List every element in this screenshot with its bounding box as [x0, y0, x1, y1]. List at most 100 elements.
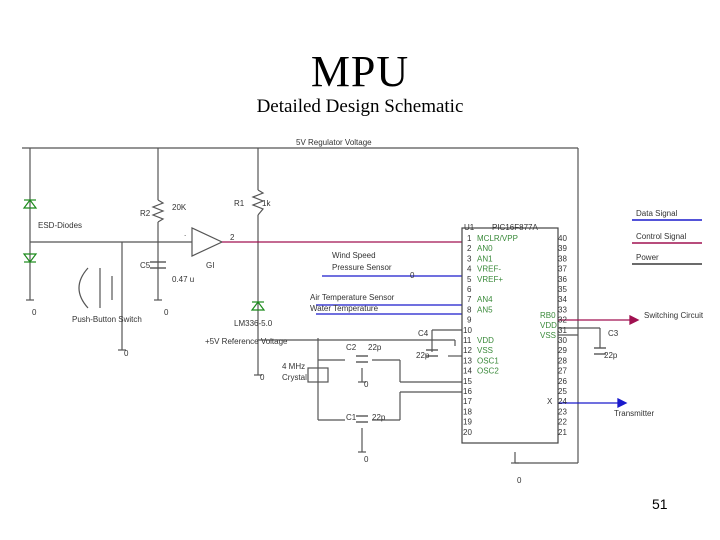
esd-diodes: [22, 199, 266, 311]
r2-value: 20K: [172, 203, 187, 212]
pin-number-left: 17: [463, 397, 472, 406]
water-label: Water Temperature: [310, 304, 379, 313]
pin-number-left: 9: [467, 316, 472, 325]
crystal-label-1: 4 MHz: [282, 362, 305, 371]
switch-label: Push-Button Switch: [72, 315, 142, 324]
pin-number-right: 34: [558, 295, 567, 304]
c2-label: C2: [346, 343, 357, 352]
gnd-switch: 0: [124, 349, 129, 358]
c3-label: C3: [608, 329, 619, 338]
pin-number-right: 30: [558, 336, 567, 345]
gnd-c2: 0: [364, 380, 369, 389]
pin-number-right: 29: [558, 346, 567, 355]
r1-label: R1: [234, 199, 245, 208]
ref-label: +5V Reference Voltage: [205, 337, 288, 346]
gnd-esd: 0: [32, 308, 37, 317]
pin-name: AN0: [477, 244, 493, 253]
sensor-signals: [316, 275, 462, 315]
push-button-switch: [78, 267, 113, 309]
crystal: [307, 367, 329, 383]
gnd-vss: 0: [517, 476, 522, 485]
pin-number-right: 25: [558, 387, 567, 396]
pin-number-right: 33: [558, 305, 567, 314]
pin-number-left: 5: [467, 275, 472, 284]
c1-label: C1: [346, 413, 357, 422]
pin-number-right: 36: [558, 275, 567, 284]
ground-symbols: [26, 299, 519, 464]
pin-name: AN1: [477, 254, 493, 263]
c5-value: 0.47 u: [172, 275, 194, 284]
gi-label: GI: [206, 261, 214, 270]
pin-number-left: 11: [463, 336, 472, 345]
pin-number-left: 13: [463, 356, 472, 365]
pin-number-left: 18: [463, 407, 472, 416]
pin-number-right: 31: [558, 326, 567, 335]
gnd-input: 0: [410, 271, 415, 280]
schematic-labels: 5V Regulator Voltage ESD-Diodes R2 20K R…: [32, 138, 704, 485]
pin-name: MCLR/VPP: [477, 234, 518, 243]
pin-number-right: 21: [558, 428, 567, 437]
pin-number-right: 37: [558, 265, 567, 274]
transmitter-label: Transmitter: [614, 409, 654, 418]
gnd-c1: 0: [364, 455, 369, 464]
buffer-in-mark: .: [184, 229, 186, 238]
r1-value: 1k: [262, 199, 271, 208]
pin-number-right: 39: [558, 244, 567, 253]
pin-number-right: 35: [558, 285, 567, 294]
pin-number-left: 4: [467, 265, 472, 274]
pressure-label: Pressure Sensor: [332, 263, 392, 272]
pin-number-left: 16: [463, 387, 472, 396]
c2-value: 22p: [368, 343, 382, 352]
switching-label: Switching Circuit: [644, 311, 704, 320]
pin-number-right: 24: [558, 397, 567, 406]
pin-number-right: 28: [558, 356, 567, 365]
c4-label: C4: [418, 329, 429, 338]
esd-label: ESD-Diodes: [38, 221, 82, 230]
ic-ref: U1: [464, 223, 475, 232]
c1-value: 22p: [372, 413, 386, 422]
pin-number-left: 15: [463, 377, 472, 386]
pin-number-left: 3: [467, 254, 472, 263]
lm-label: LM336-5.0: [234, 319, 273, 328]
r2-label: R2: [140, 209, 151, 218]
vss-right-label: VSS: [540, 331, 556, 340]
pin-number-left: 12: [463, 346, 472, 355]
pin-name: VDD: [477, 336, 494, 345]
pin-name: AN4: [477, 295, 493, 304]
pin-number-left: 8: [467, 305, 472, 314]
pin-number-left: 14: [463, 367, 472, 376]
buffer-out-pin: 2: [230, 233, 235, 242]
pin-number-left: 7: [467, 295, 472, 304]
pin-number-left: 20: [463, 428, 472, 437]
ic-name: PIC16F877A: [492, 223, 538, 232]
gnd-c5: 0: [164, 308, 169, 317]
c3-value: 22p: [604, 351, 618, 360]
rail-label: 5V Regulator Voltage: [296, 138, 372, 147]
pin-number-left: 1: [467, 234, 472, 243]
slide-title: MPU: [310, 47, 410, 96]
pin-number-right: 32: [558, 316, 567, 325]
pin-number-right: 26: [558, 377, 567, 386]
nc-mark: X: [547, 397, 553, 406]
c5-label: C5: [140, 261, 151, 270]
pin-name: OSC1: [477, 356, 499, 365]
pin-number-right: 38: [558, 254, 567, 263]
small-capacitors: [356, 347, 606, 423]
legend-control: Control Signal: [636, 232, 686, 241]
pin-number-left: 6: [467, 285, 472, 294]
pin-name: VREF+: [477, 275, 503, 284]
c4-value: 22p: [416, 351, 430, 360]
power-rails: [22, 147, 601, 464]
pin-name: VSS: [477, 346, 493, 355]
pin-name: AN5: [477, 305, 493, 314]
rb0-label: RB0: [540, 311, 556, 320]
pin-number-left: 19: [463, 418, 472, 427]
vdd-right-label: VDD: [540, 321, 557, 330]
pin-name: OSC2: [477, 367, 499, 376]
legend-lines: [632, 219, 702, 265]
pin-number-left: 2: [467, 244, 472, 253]
